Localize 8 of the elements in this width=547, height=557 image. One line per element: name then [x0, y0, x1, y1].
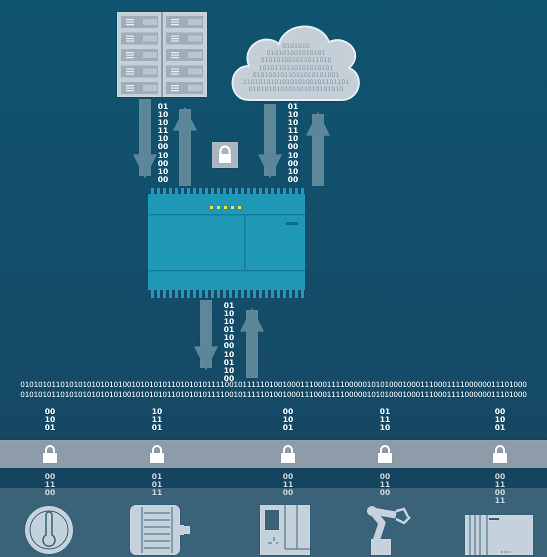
controller-drawing [148, 188, 305, 298]
server-rack-drawing [117, 12, 207, 97]
arrow [173, 106, 197, 186]
arrow [258, 104, 282, 178]
arrow [133, 99, 157, 178]
arrow [194, 300, 218, 370]
arrow [240, 308, 264, 378]
arrow [306, 112, 330, 186]
